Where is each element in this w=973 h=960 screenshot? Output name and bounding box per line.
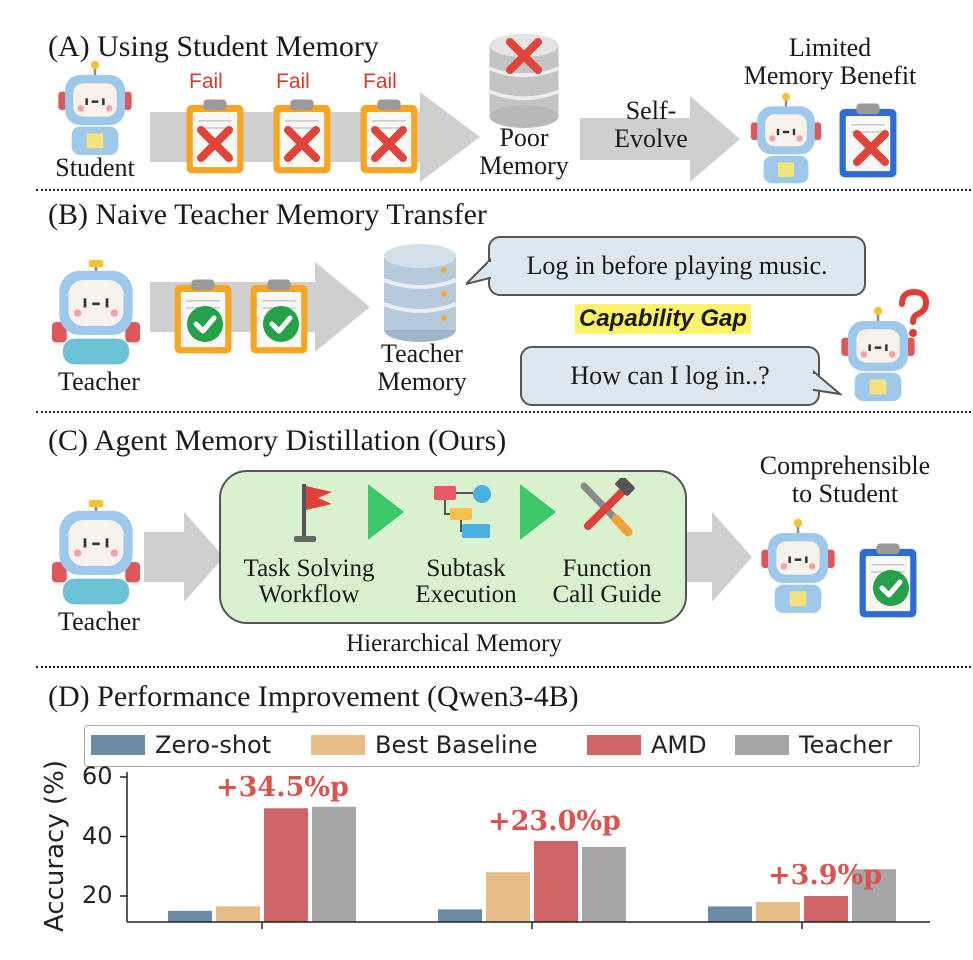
fail-label-3: Fail bbox=[363, 70, 397, 93]
y-tick-label: 20 bbox=[82, 881, 113, 909]
arrow-c-right bbox=[676, 512, 752, 602]
legend-label: Teacher bbox=[799, 731, 893, 759]
flag-icon bbox=[294, 484, 332, 542]
fail-label-1: Fail bbox=[189, 70, 223, 93]
bar-zero-shot bbox=[438, 909, 482, 922]
hierarchical-memory-label: Hierarchical Memory bbox=[346, 630, 562, 657]
bar-amd bbox=[264, 808, 308, 922]
question-mark-icon bbox=[899, 288, 930, 337]
legend-label: Best Baseline bbox=[375, 731, 538, 759]
section-a-title: (A) Using Student Memory bbox=[48, 30, 379, 63]
tools-icon bbox=[580, 478, 635, 537]
section-d-title: (D) Performance Improvement (Qwen3-4B) bbox=[48, 680, 579, 713]
teacher-label: Teacher bbox=[58, 607, 140, 636]
self-evolve-label: Self-Evolve bbox=[614, 96, 688, 153]
student-label: Student bbox=[55, 153, 135, 182]
capability-gap-label: Capability Gap bbox=[575, 304, 752, 334]
legend-swatch bbox=[587, 735, 641, 755]
green-arrow-icon bbox=[520, 484, 556, 540]
legend-swatch bbox=[735, 735, 789, 755]
legend-item-amd: AMD bbox=[587, 730, 707, 760]
divider bbox=[36, 411, 971, 413]
fail-label-2: Fail bbox=[276, 70, 310, 93]
y-tick-label: 60 bbox=[82, 762, 113, 790]
bubble-tail bbox=[812, 370, 842, 396]
arrow-c-left bbox=[144, 512, 224, 602]
bubble-tail bbox=[466, 258, 492, 286]
green-arrow-icon bbox=[368, 484, 404, 540]
section-c-title: (C) Agent Memory Distillation (Ours) bbox=[48, 424, 507, 457]
teacher-label: Teacher bbox=[58, 367, 140, 396]
legend-swatch bbox=[91, 735, 145, 755]
improvement-annotation: +23.0%p bbox=[488, 806, 621, 837]
y-tick-label: 40 bbox=[82, 821, 113, 850]
bar-teacher bbox=[582, 846, 626, 922]
divider bbox=[36, 189, 971, 191]
subtask-diagram-icon bbox=[434, 485, 491, 538]
bar-teacher bbox=[852, 869, 896, 922]
bar-teacher bbox=[312, 806, 356, 922]
bar-best-baseline bbox=[486, 872, 530, 922]
student-speech-bubble: How can I log in..? bbox=[520, 346, 820, 406]
legend-swatch bbox=[311, 735, 365, 755]
teacher-speech-bubble: Log in before playing music. bbox=[488, 236, 866, 296]
bar-zero-shot bbox=[708, 906, 752, 922]
arrow-a-right bbox=[580, 96, 740, 182]
improvement-annotation: +3.9%p bbox=[768, 860, 883, 891]
bar-best-baseline bbox=[756, 901, 800, 922]
improvement-annotation: +34.5%p bbox=[216, 772, 349, 803]
bar-best-baseline bbox=[216, 906, 260, 922]
legend-item-zero-shot: Zero-shot bbox=[91, 730, 271, 760]
bar-amd bbox=[534, 840, 578, 922]
divider bbox=[36, 666, 971, 668]
legend-label: AMD bbox=[651, 731, 707, 759]
legend-item-teacher: Teacher bbox=[735, 730, 892, 760]
bar-amd bbox=[804, 896, 848, 922]
legend-label: Zero-shot bbox=[155, 731, 272, 759]
bar-zero-shot bbox=[168, 910, 212, 922]
legend-item-best-baseline: Best Baseline bbox=[311, 730, 538, 760]
chart-legend: Zero-shot Best Baseline AMD Teacher bbox=[84, 725, 920, 767]
section-b-title: (B) Naive Teacher Memory Transfer bbox=[48, 198, 487, 231]
